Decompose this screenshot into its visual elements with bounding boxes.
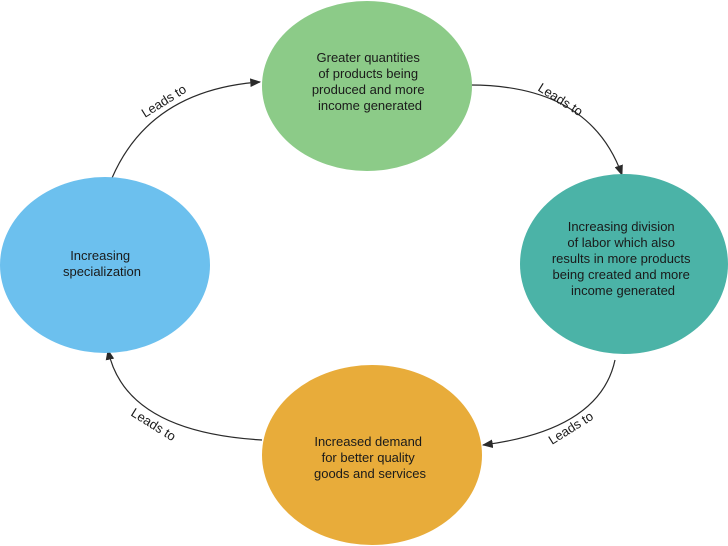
node-bottom-circle xyxy=(262,365,482,545)
node-top-line-2: of products being xyxy=(318,66,418,81)
node-right-line-1: Increasing division xyxy=(568,219,675,234)
node-top-line-3: produced and more xyxy=(312,82,425,97)
node-top-label: Greater quantities of products being pro… xyxy=(312,50,428,113)
arrow-left-to-top xyxy=(111,78,262,179)
edge-label-top-to-right: Leads to xyxy=(535,80,585,119)
node-left: Increasing specialization xyxy=(0,177,210,353)
node-left-label: Increasing specialization xyxy=(63,248,141,279)
node-right-line-3: results in more products xyxy=(552,251,691,266)
node-right-line-5: income generated xyxy=(571,283,675,298)
node-right-line-2: of labor which also xyxy=(567,235,675,250)
node-top: Greater quantities of products being pro… xyxy=(262,1,472,171)
node-bottom-line-3: goods and services xyxy=(314,466,427,481)
node-bottom-line-2: for better quality xyxy=(322,450,416,465)
arrow-top-to-right xyxy=(469,84,623,177)
node-top-line-1: Greater quantities xyxy=(317,50,421,65)
node-left-line-2: specialization xyxy=(63,264,141,279)
node-bottom-line-1: Increased demand xyxy=(314,434,422,449)
edge-label-left-to-top: Leads to xyxy=(139,81,189,120)
node-top-line-4: income generated xyxy=(318,98,422,113)
node-right-label: Increasing division of labor which also … xyxy=(552,219,694,298)
node-bottom-label: Increased demand for better quality good… xyxy=(314,434,427,481)
edge-label-bottom-to-left: Leads to xyxy=(128,405,178,444)
arrow-bottom-to-left xyxy=(105,348,263,441)
node-top-circle xyxy=(262,1,472,171)
node-right-line-4: being created and more xyxy=(553,267,690,282)
node-right-circle xyxy=(520,174,728,354)
arrow-right-to-bottom xyxy=(481,359,616,449)
node-left-circle xyxy=(0,177,210,353)
node-bottom: Increased demand for better quality good… xyxy=(262,365,482,545)
node-left-line-1: Increasing xyxy=(70,248,130,263)
node-right: Increasing division of labor which also … xyxy=(520,174,728,354)
